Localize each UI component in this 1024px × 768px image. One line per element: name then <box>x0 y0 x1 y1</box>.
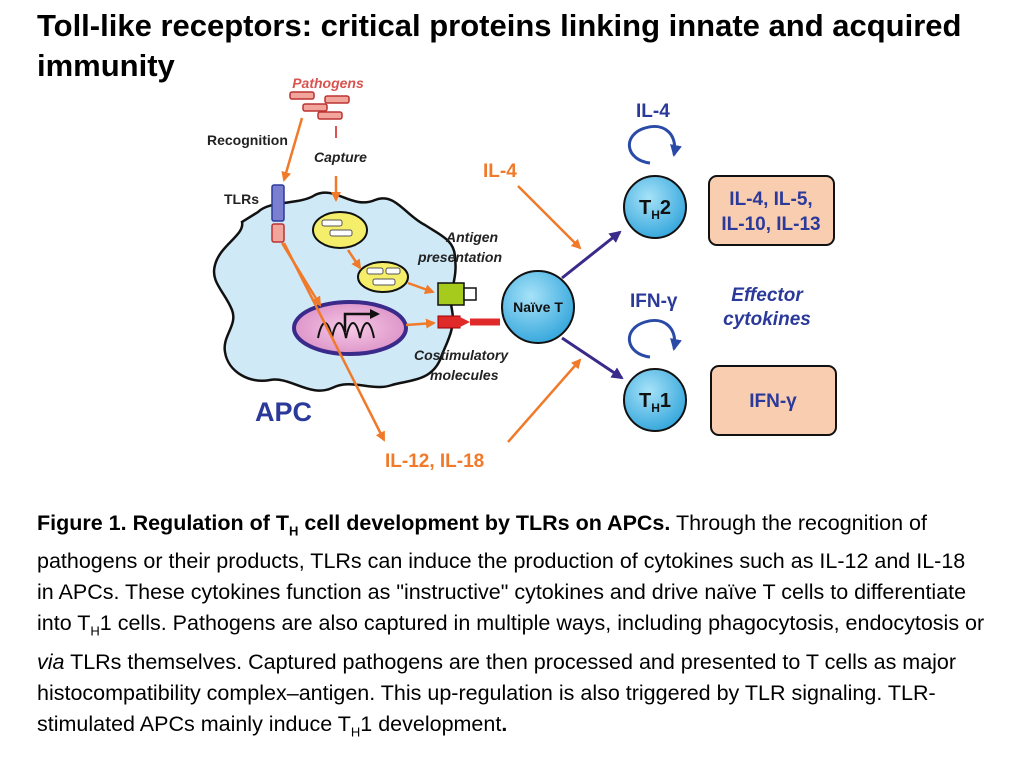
recognition-arrow <box>281 117 304 182</box>
apc-label: APC <box>255 397 312 427</box>
naive-to-th2-arrow <box>561 230 622 280</box>
presentation-label: presentation <box>417 249 502 265</box>
caption-text: Through the recognition of pathogens or … <box>37 511 967 636</box>
naive-to-th1-arrow <box>561 336 624 380</box>
il4-left-label: IL-4 <box>483 161 517 182</box>
nucleus-to-costim-arrow <box>405 318 436 329</box>
th1-cell <box>623 368 687 432</box>
mhc-antigen <box>437 282 465 306</box>
tlr-to-il12-arrow <box>282 242 386 442</box>
figure-caption: Figure 1. Regulation of TH cell developm… <box>37 511 985 739</box>
recognition-label: Recognition <box>207 132 288 148</box>
th1-cytokines-label: IFN-γ <box>749 391 797 412</box>
th2-cytokines-line2: IL-10, IL-13 <box>721 214 820 235</box>
il4-to-naive-arrow <box>517 185 582 250</box>
molecules-label: molecules <box>430 367 499 383</box>
th2-cytokines-box <box>708 175 835 246</box>
slide-title: Toll-like receptors: critical proteins l… <box>37 8 962 83</box>
th2-cell <box>623 175 687 239</box>
costimulatory-label: Costimulatory <box>414 347 509 363</box>
th1-label: TH1 <box>639 390 671 415</box>
caption-bold-heading: Figure 1. Regulation of TH cell developm… <box>37 511 671 539</box>
antigen-arrow <box>407 281 435 294</box>
ifn-loop-arrow <box>627 319 682 359</box>
il4-top-label: IL-4 <box>636 101 670 122</box>
th2-cytokines-line1: IL-4, IL-5, <box>729 189 812 210</box>
antigen-label: Antigen <box>445 229 498 245</box>
naive-t-label: Naïve T <box>513 299 563 315</box>
tlr-receptor <box>271 184 285 222</box>
phagosome-arrow <box>346 249 362 270</box>
il4-loop-arrow <box>627 125 682 165</box>
pathogen-rod <box>289 91 315 100</box>
pathogens-label: Pathogens <box>292 75 364 91</box>
ifn-gamma-label: IFN-γ <box>630 291 678 312</box>
naive-t-cell <box>501 270 575 344</box>
th1-cytokines-box <box>710 365 837 436</box>
pathogen-rod <box>302 103 328 112</box>
nucleus <box>292 300 408 356</box>
capture-label: Capture <box>314 149 367 165</box>
cytokines-label: cytokines <box>723 309 811 330</box>
tlr-diagram: Naïve T TH2 TH1 IL-4, IL-5, IL-10, IL-13… <box>207 75 837 472</box>
pathogen-rod <box>324 95 350 104</box>
dna-icon <box>317 322 375 339</box>
pathogen-rod <box>317 111 343 120</box>
tlrs-label: TLRs <box>224 191 259 207</box>
phagosome <box>357 261 409 293</box>
il12-to-naive-arrow <box>507 358 582 443</box>
promoter-arrow-icon <box>343 312 372 332</box>
il12-il18-label: IL-12, IL-18 <box>385 451 484 472</box>
effector-label: Effector <box>731 285 804 306</box>
th2-label: TH2 <box>639 197 671 222</box>
costimulatory-molecule <box>437 315 461 329</box>
tlr-receptor-tail <box>271 223 285 243</box>
